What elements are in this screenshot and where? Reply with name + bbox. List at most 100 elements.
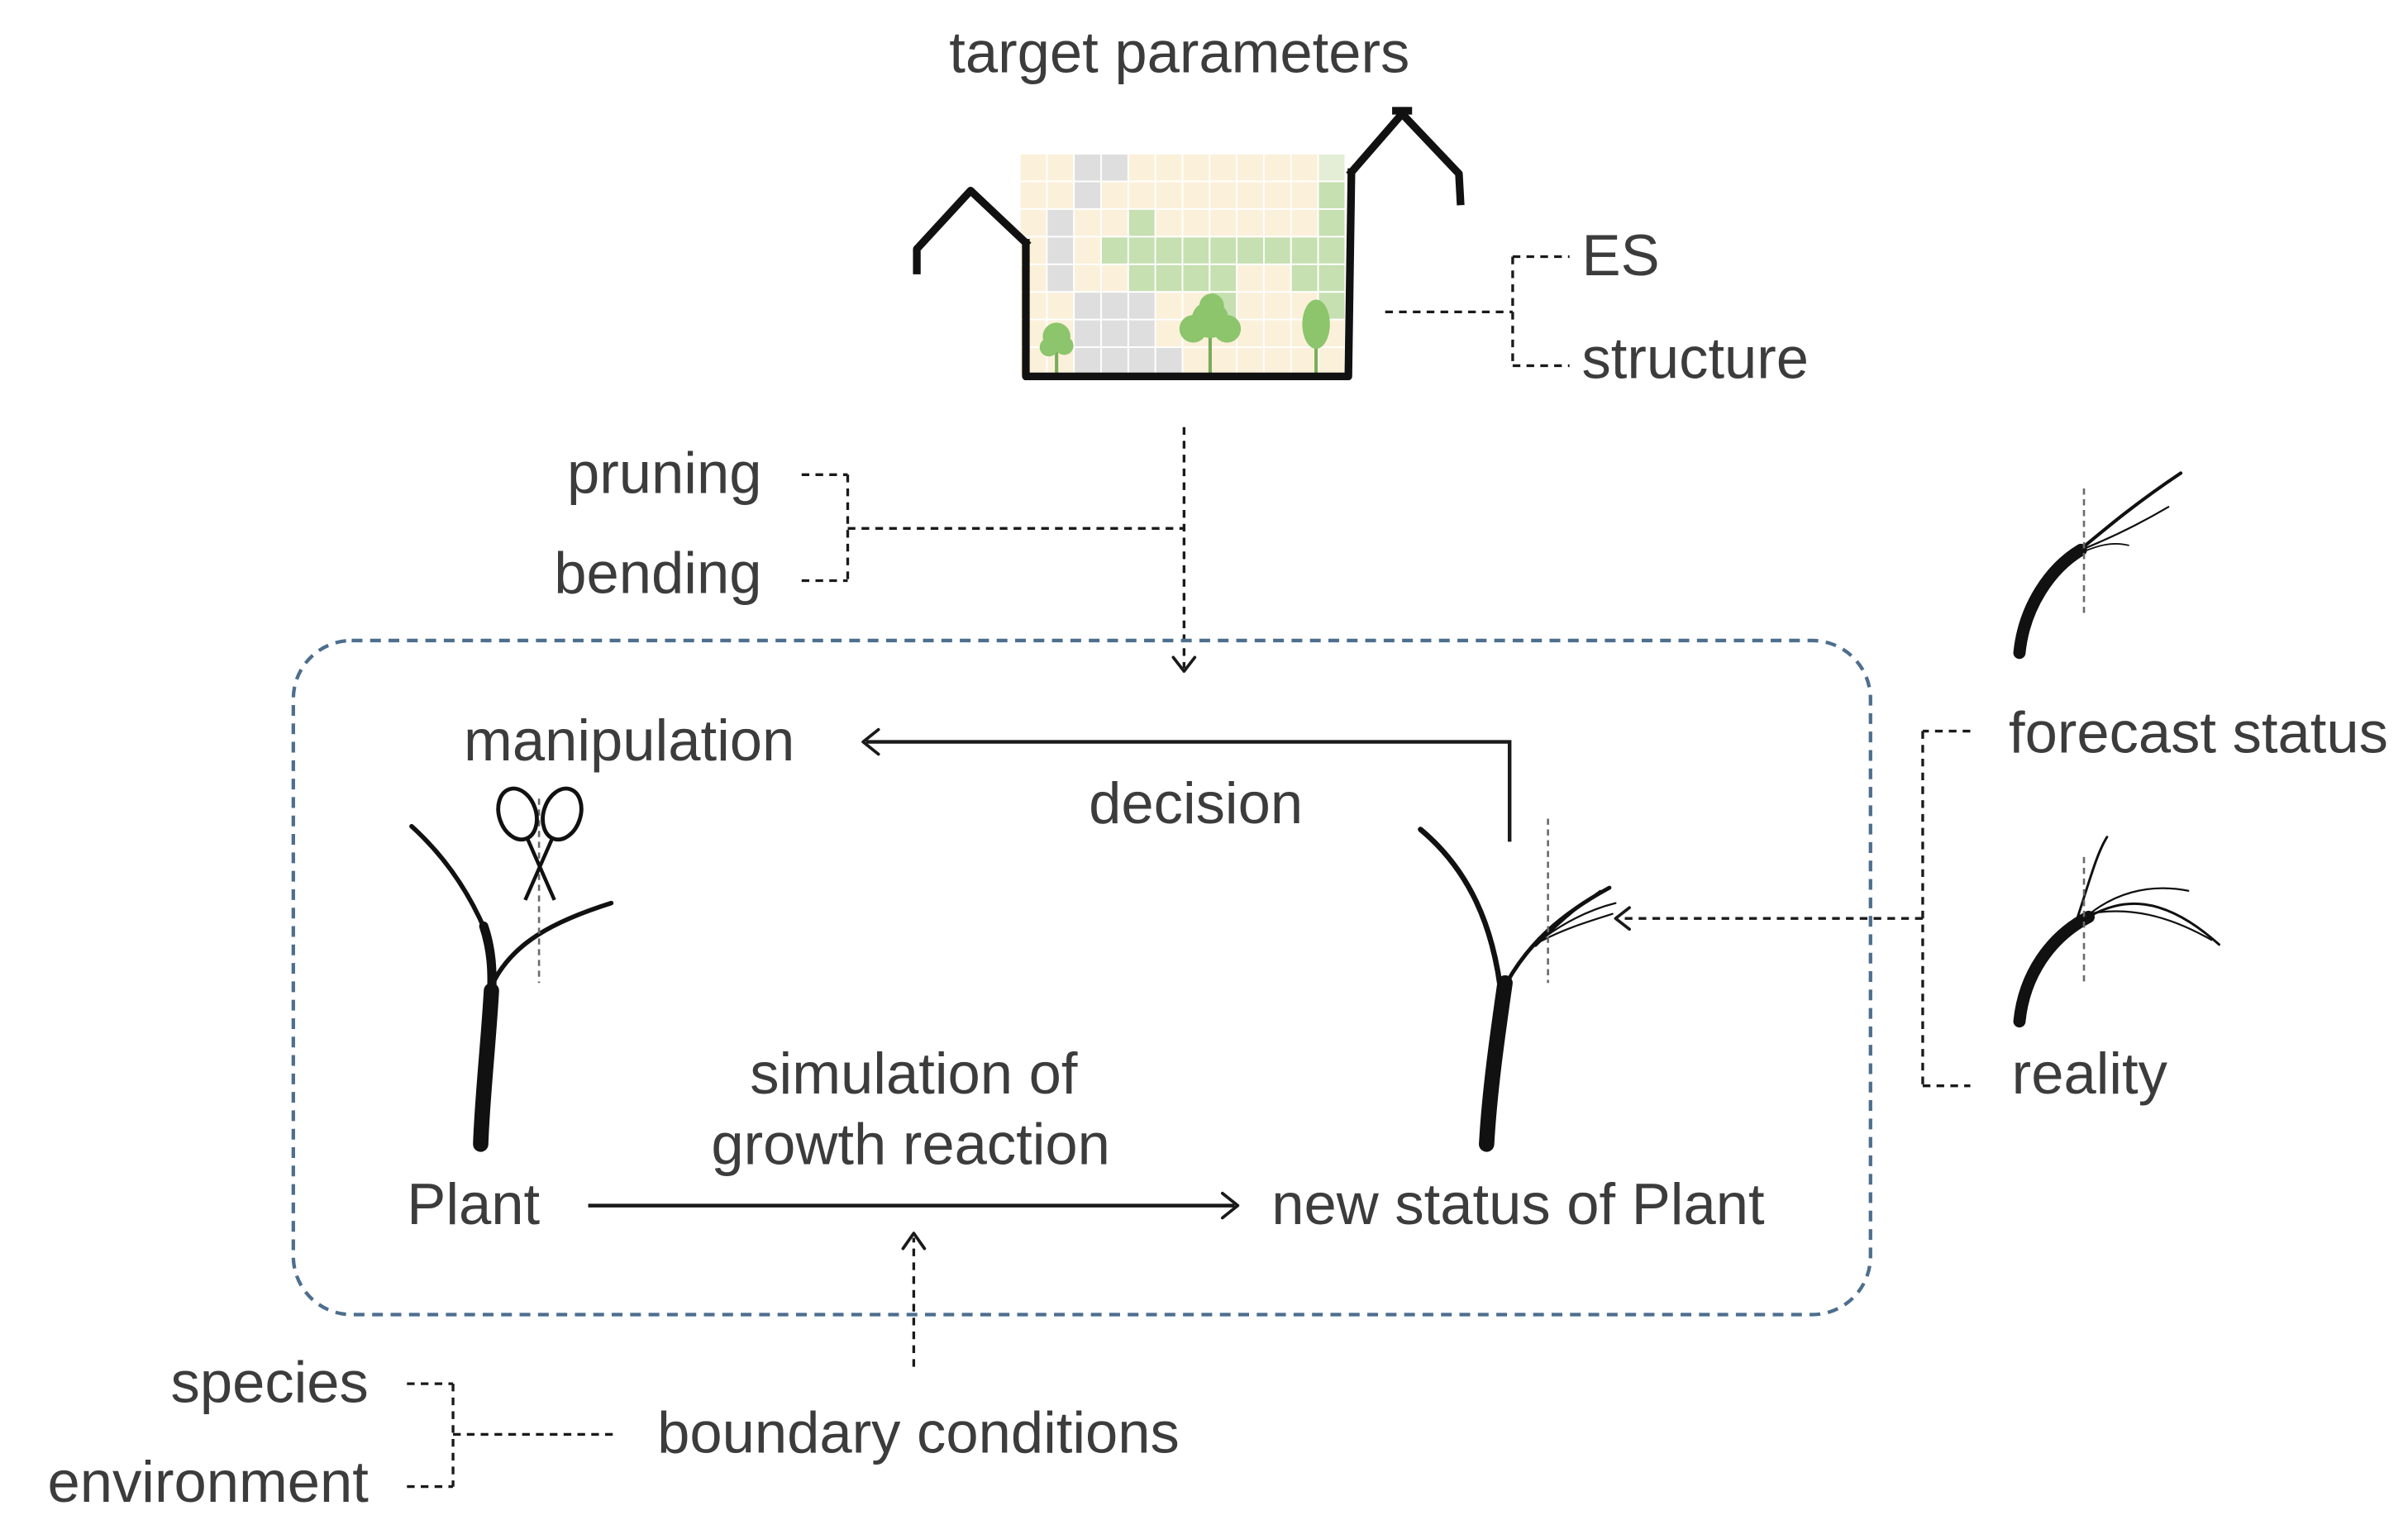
target-to-loop-arrow: [1171, 426, 1197, 673]
branch-twig: [2072, 542, 2129, 557]
branch-twig: [2087, 910, 2213, 941]
grid-cell: [1263, 207, 1292, 238]
branch-twig: [2074, 471, 2183, 555]
branch-stem: [2013, 543, 2087, 660]
tree-crown: [1055, 336, 1074, 355]
grid-cell: [1236, 236, 1265, 265]
grid-cell: [1263, 236, 1292, 265]
loop-frame: [291, 638, 1872, 1317]
decision-label: decision: [1089, 770, 1303, 836]
structure-label: structure: [1582, 325, 1810, 390]
forecast-status-label: forecast status: [2009, 700, 2388, 765]
grid-cell: [1181, 346, 1211, 376]
grid-cell: [1236, 346, 1265, 376]
grid-cell: [1236, 180, 1265, 210]
grid-cell: [1127, 263, 1156, 293]
arrow-head: [1171, 655, 1197, 673]
grid-cell: [1317, 180, 1347, 210]
branch-twig: [2080, 506, 2170, 551]
pruning-label: pruning: [567, 441, 761, 506]
grid-cell: [1100, 207, 1129, 238]
grid-cell: [1127, 180, 1156, 210]
target-grid: [1018, 153, 1347, 376]
target-parameters-label: target parameters: [949, 20, 1409, 85]
scissors-icon: [496, 786, 584, 901]
tree-icon: [1302, 299, 1330, 377]
grid-cell: [1236, 207, 1265, 238]
grid-cell: [1127, 346, 1156, 376]
grid-cell: [1290, 207, 1319, 238]
grid-cell: [1073, 180, 1102, 210]
arrow-line: [865, 740, 1512, 842]
grid-cell: [1100, 180, 1129, 210]
grid-cell: [1100, 346, 1129, 376]
plant-new-shoot: [1543, 902, 1617, 938]
plant-trunk: [473, 983, 499, 1152]
tree-crown: [1179, 315, 1208, 343]
grid-cell: [1290, 236, 1319, 265]
arrow-head: [1614, 906, 1631, 932]
grid-cell: [1046, 236, 1075, 265]
simulation-arrow: [588, 1191, 1240, 1220]
grid-cell: [1317, 207, 1347, 238]
decision-arrow: [861, 727, 1512, 842]
grid-cell: [1317, 346, 1347, 376]
grid-cell: [1236, 153, 1265, 183]
manipulation-label: manipulation: [464, 708, 794, 773]
grid-cell: [1181, 153, 1211, 183]
grid-cell: [1154, 291, 1184, 321]
grid-cell: [1127, 153, 1156, 183]
scissors-handle: [541, 786, 584, 842]
new-status-label: new status of Plant: [1271, 1171, 1765, 1236]
grid-cell: [1317, 153, 1347, 183]
grid-cell: [1290, 346, 1319, 376]
grid-cell: [1154, 207, 1184, 238]
grid-cell: [1046, 291, 1075, 321]
grid-cell: [1073, 318, 1102, 349]
grid-cell: [1263, 291, 1292, 321]
es-label: ES: [1582, 222, 1660, 288]
grid-cell: [1046, 153, 1075, 183]
grid-cell: [1236, 291, 1265, 321]
plant-right-branch: [490, 900, 614, 986]
branch-twig: [2084, 902, 2220, 946]
plant-right-branch: [1504, 885, 1612, 985]
grid-cell: [1263, 153, 1292, 183]
bending-label: bending: [554, 540, 761, 605]
branch-icon: [2013, 836, 2220, 1028]
branch-stem: [2013, 910, 2096, 1028]
plant-trunk: [1479, 974, 1513, 1152]
tree-icon: [1039, 322, 1074, 377]
species-label: species: [171, 1349, 369, 1414]
scissors-handle: [496, 786, 539, 842]
grid-cell: [1073, 207, 1102, 238]
grid-cell: [1018, 153, 1048, 183]
branch-icon: [2013, 471, 2183, 660]
grid-cell: [1263, 318, 1292, 349]
grid-cell: [1209, 207, 1238, 238]
grid-cell: [1073, 236, 1102, 265]
scissors-blade: [523, 836, 555, 901]
grid-cell: [1046, 263, 1075, 293]
grid-cell: [1046, 180, 1075, 210]
target-parameters-bracket: [1385, 255, 1570, 368]
tree-crown: [1302, 299, 1330, 349]
grid-cell: [1209, 236, 1238, 265]
simulation-label-line1: simulation of: [750, 1041, 1078, 1106]
building-walls: [1022, 168, 1356, 381]
grid-cell: [1154, 263, 1184, 293]
grid-cell: [1290, 180, 1319, 210]
grid-cell: [1018, 207, 1048, 238]
grid-cell: [1127, 236, 1156, 265]
grid-cell: [1127, 291, 1156, 321]
grid-cell: [1263, 180, 1292, 210]
grid-cell: [1154, 180, 1184, 210]
arrow-head: [1220, 1191, 1240, 1220]
grid-cell: [1236, 263, 1265, 293]
grid-cell: [1181, 207, 1211, 238]
simulation-label-line2: growth reaction: [711, 1111, 1110, 1176]
plant-icon: [1418, 827, 1617, 1152]
grid-cell: [1263, 263, 1292, 293]
grid-cell: [1046, 207, 1075, 238]
